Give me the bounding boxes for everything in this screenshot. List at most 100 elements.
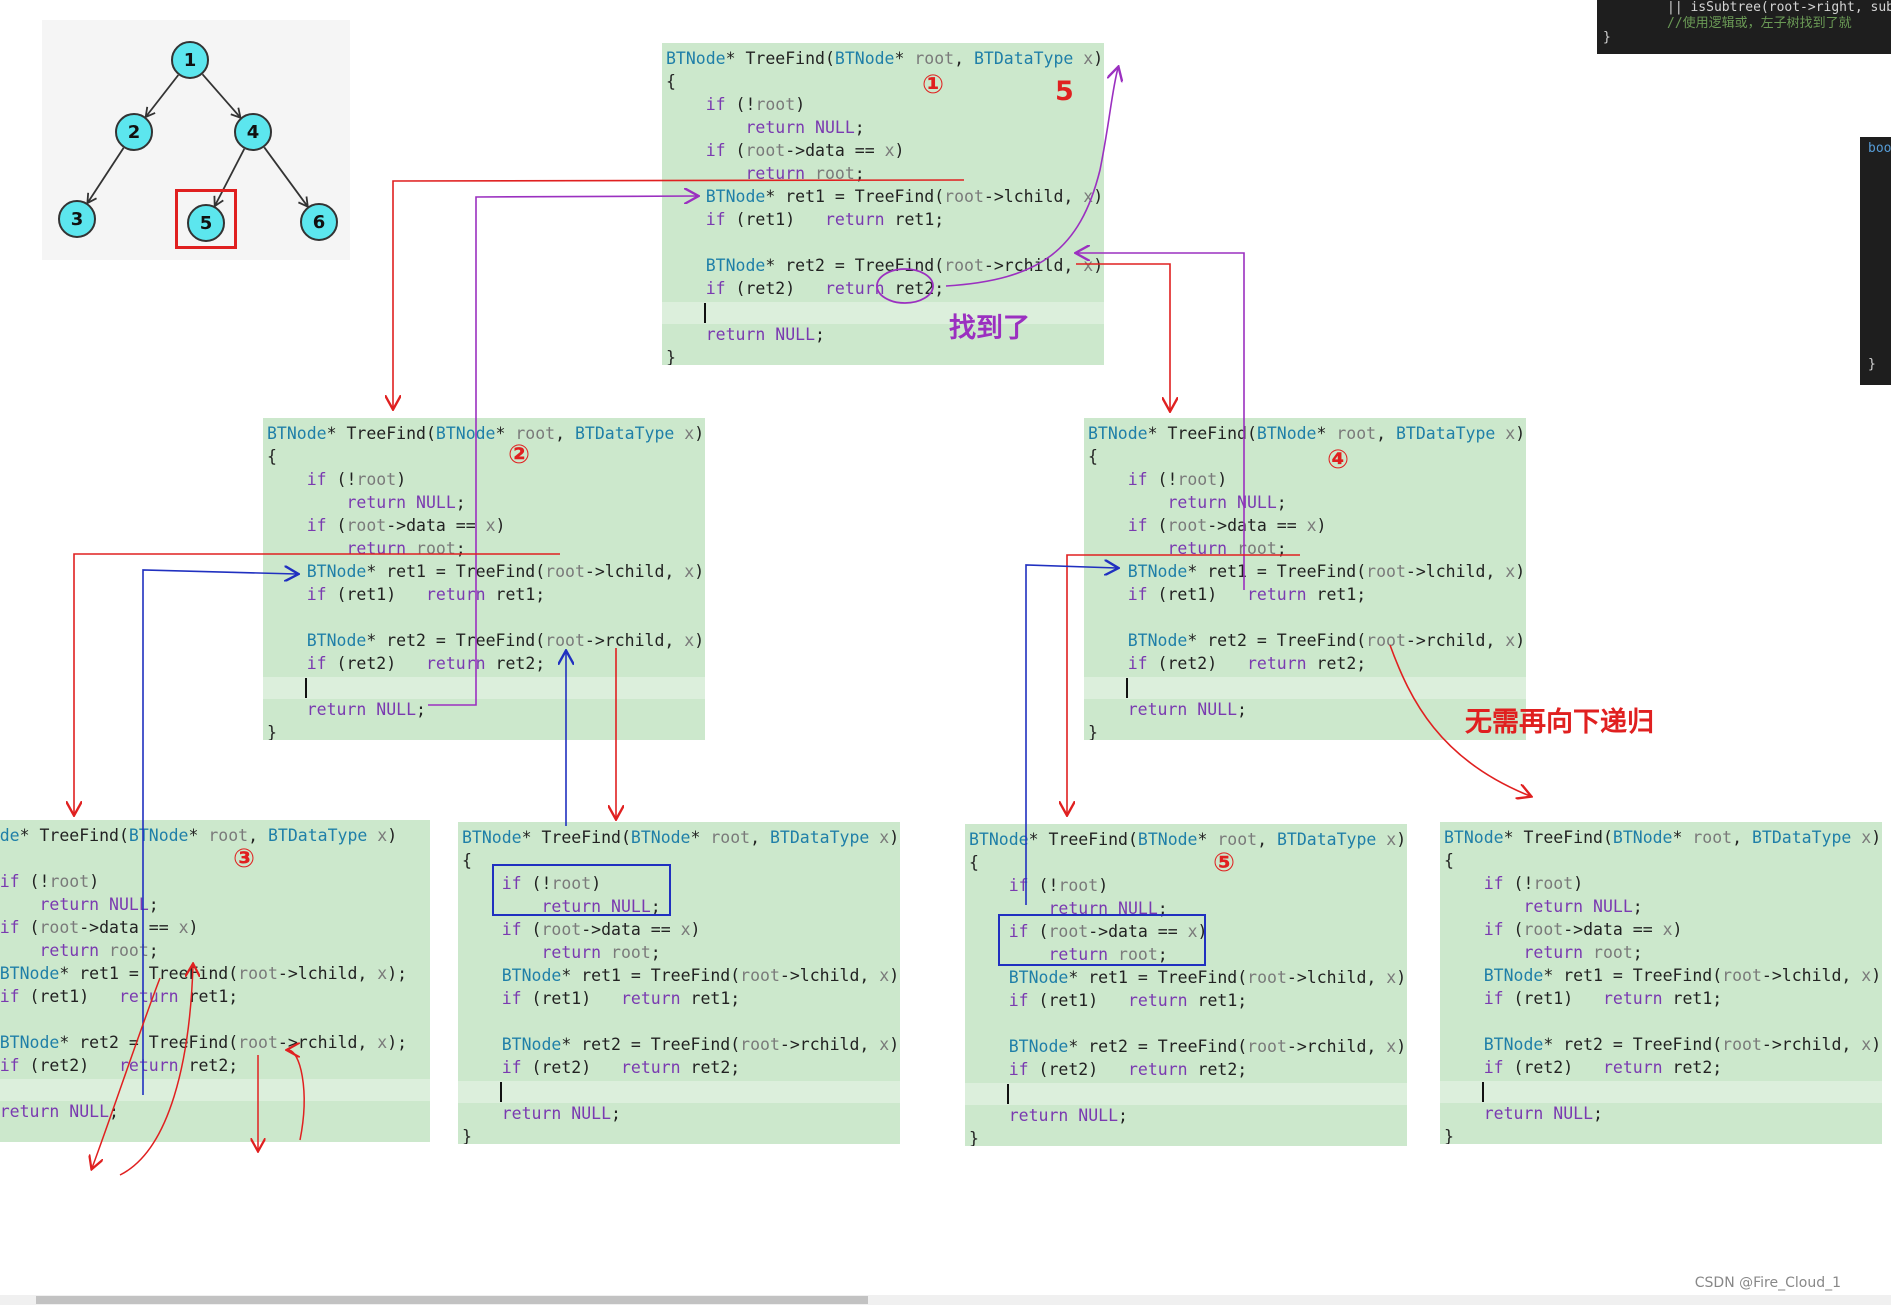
ret2-circle — [876, 268, 934, 304]
code-line: } — [1088, 723, 1098, 740]
code-line: BTNode* TreeFind(BTNode* root, BTDataTyp… — [462, 828, 900, 847]
tree-edge — [144, 74, 180, 118]
call-arrow — [1076, 263, 1170, 410]
watermark: CSDN @Fire_Cloud_1 — [1694, 1275, 1841, 1291]
code-line: if (!root) — [1008, 876, 1109, 895]
code-line: if (ret2) return ret2; — [705, 279, 945, 298]
code-block-call-null-right: BTNode* TreeFind(BTNode* root, BTDataTyp… — [1440, 822, 1882, 1144]
ide-code-line: boo — [1868, 141, 1891, 156]
code-line: return NULL; — [306, 700, 426, 719]
code-line: { — [969, 853, 979, 872]
code-line: BTNode* TreeFind(BTNode* root, BTDataTyp… — [1088, 424, 1526, 443]
code-line: BTNode* TreeFind(BTNode* root, BTDataTyp… — [1444, 828, 1882, 847]
text-cursor — [1007, 1084, 1009, 1104]
code-line: if (!root) — [1483, 874, 1584, 893]
code-line: if (!root) — [501, 874, 602, 893]
call-arrow — [1067, 554, 1300, 814]
current-line-highlight — [662, 302, 1104, 324]
target-node-highlight — [175, 189, 237, 249]
code-line: return NULL; — [346, 493, 466, 512]
code-block-call-5: BTNode* TreeFind(BTNode* root, BTDataTyp… — [965, 824, 1407, 1146]
code-line: return root; — [745, 164, 865, 183]
code-line: if (!root) — [705, 95, 806, 114]
code-line: if (ret2) return ret2; — [1127, 654, 1367, 673]
text-cursor — [500, 1082, 502, 1102]
call-order-marker: ④ — [1327, 445, 1350, 475]
found-label: 找到了 — [949, 313, 1030, 344]
call-order-marker: ⑤ — [1213, 848, 1236, 878]
code-line: { — [666, 72, 676, 91]
code-line: BTNode* ret1 = TreeFind(root->lchild, x)… — [1127, 562, 1526, 581]
call-order-marker: ③ — [233, 844, 256, 874]
tree-node: 4 — [234, 113, 272, 151]
current-line-highlight — [458, 1081, 900, 1103]
code-line: if (ret2) return ret2; — [1008, 1060, 1248, 1079]
return-arrow — [1025, 565, 1117, 905]
null-return-arrow — [288, 1050, 305, 1141]
code-line: BTNode* ret2 = TreeFind(root->rchild, x)… — [501, 1035, 900, 1054]
tree-edge — [86, 147, 125, 204]
call-arrow — [74, 553, 560, 814]
text-cursor — [1482, 1082, 1484, 1102]
code-line: return root; — [541, 943, 661, 962]
code-line: if (root->data == x) — [501, 920, 701, 939]
ide-brace: } — [1868, 357, 1876, 372]
current-line-highlight — [1084, 677, 1526, 699]
code-line: if (ret1) return ret1; — [306, 585, 546, 604]
null-return-arrow — [119, 965, 193, 1176]
code-line: return root; — [1048, 945, 1168, 964]
code-line: if (ret2) return ret2; — [501, 1058, 741, 1077]
code-line: if (root->data == x) — [1483, 920, 1683, 939]
code-line: BTNode* ret1 = TreeFind(root->lchild, x)… — [705, 187, 1104, 206]
code-line: BTNode* ret1 = TreeFind(root->lchild, x)… — [501, 966, 900, 985]
null-call-arrow — [92, 977, 161, 1168]
tree-node: 2 — [115, 113, 153, 151]
ide-fragment-right: boo } — [1860, 137, 1891, 385]
code-line: if (ret1) return ret1; — [0, 987, 239, 1006]
code-line: if (!root) — [1127, 470, 1228, 489]
code-line: return NULL; — [39, 895, 159, 914]
code-line: if (ret1) return ret1; — [1127, 585, 1367, 604]
code-line: if (root->data == x) — [0, 918, 199, 937]
code-line: if (!root) — [0, 872, 100, 891]
code-line: if (root->data == x) — [1127, 516, 1327, 535]
scrollbar-thumb[interactable] — [36, 1296, 868, 1304]
ide-comment-line: //使用逻辑或，左子树找到了就 — [1667, 16, 1852, 31]
code-line: if (root->data == x) — [1008, 922, 1208, 941]
code-block-call-1: BTNode* TreeFind(BTNode* root, BTDataTyp… — [662, 43, 1104, 365]
code-line: { — [462, 851, 472, 870]
call-arrow — [1389, 644, 1530, 796]
code-block-call-2: BTNode* TreeFind(BTNode* root, BTDataTyp… — [263, 418, 705, 740]
code-line: if (root->data == x) — [705, 141, 905, 160]
code-line: return NULL; — [1523, 897, 1643, 916]
current-line-highlight — [0, 1079, 430, 1101]
code-line: BTNode* ret2 = TreeFind(root->rchild, x)… — [0, 1033, 408, 1052]
return-arrow — [945, 68, 1118, 287]
code-block-call-4: BTNode* TreeFind(BTNode* root, BTDataTyp… — [1084, 418, 1526, 740]
code-line: BTNode* ret1 = TreeFind(root->lchild, x)… — [1008, 968, 1407, 987]
code-line: return NULL; — [0, 1102, 119, 1121]
current-line-highlight — [965, 1083, 1407, 1105]
code-line: return NULL; — [1167, 493, 1287, 512]
code-line: if (ret2) return ret2; — [306, 654, 546, 673]
ide-code-line: || isSubtree(root->right, subRoot); — [1667, 0, 1891, 15]
code-line: { — [1444, 851, 1454, 870]
code-line: BTNode* ret2 = TreeFind(root->rchild, x)… — [1008, 1037, 1407, 1056]
code-line: BTNode* ret2 = TreeFind(root->rchild, x)… — [306, 631, 705, 650]
found-value-label: 5 — [1055, 76, 1074, 107]
code-line: return NULL; — [705, 325, 825, 344]
code-line: if (ret1) return ret1; — [705, 210, 945, 229]
code-line: if (ret2) return ret2; — [1483, 1058, 1723, 1077]
return-arrow — [428, 196, 697, 706]
code-line: } — [666, 348, 676, 365]
code-line: } — [969, 1129, 979, 1146]
code-line: } — [267, 723, 277, 740]
base-case-null-box — [492, 864, 671, 916]
tree-node: 5 — [187, 204, 225, 242]
code-line: return root; — [39, 941, 159, 960]
horizontal-scrollbar[interactable] — [0, 1295, 1891, 1305]
code-line: if (ret1) return ret1; — [501, 989, 741, 1008]
tree-edge — [201, 73, 242, 119]
